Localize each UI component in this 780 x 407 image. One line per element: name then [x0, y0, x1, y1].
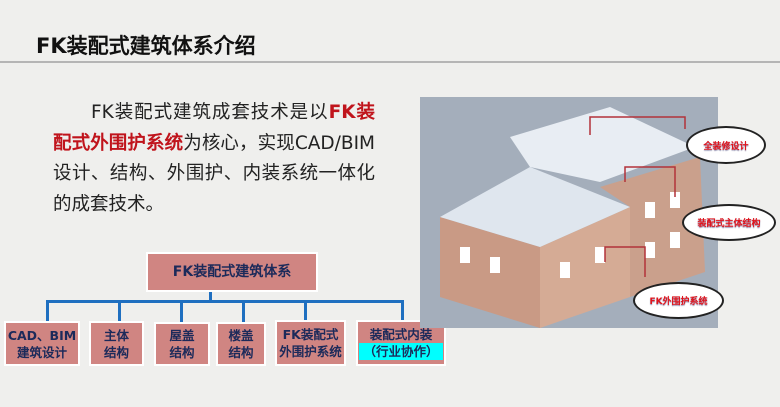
- box-line-highlighted: （行业协作）: [359, 343, 443, 360]
- box-line: 结构: [169, 345, 195, 360]
- callout-leaders: [589, 116, 686, 277]
- box-line: 结构: [228, 345, 254, 360]
- connector-line: [180, 300, 183, 322]
- box-line: 楼盖: [228, 328, 254, 343]
- intro-text-1: FK装配式建筑成套技术是以: [91, 102, 329, 123]
- callout-full-decoration: 全装修设计: [686, 126, 766, 164]
- connector-line: [304, 300, 307, 322]
- box-line: 外围护系统: [279, 344, 342, 359]
- intro-text-2: 为核心，实现CAD/BIM设计、结构、外围护、内装系统一体化的成套技术。: [53, 132, 375, 215]
- building-drawing: [440, 107, 705, 328]
- intro-paragraph: FK装配式建筑成套技术是以FK装配式外围护系统为核心，实现CAD/BIM设计、结…: [53, 98, 375, 220]
- connector-line: [209, 292, 212, 302]
- callout-main-structure: 装配式主体结构: [682, 204, 776, 241]
- org-child-box: 楼盖结构: [216, 322, 266, 366]
- box-line: 建筑设计: [16, 344, 67, 360]
- page-title: FK装配式建筑体系介绍: [36, 34, 256, 58]
- org-root-box: FK装配式建筑体系: [146, 252, 318, 292]
- title-divider: [0, 61, 780, 63]
- org-child-box: 屋盖结构: [154, 322, 210, 366]
- intro-highlight: FK装配式外围护系统: [53, 102, 375, 154]
- org-child-box: FK装配式外围护系统: [275, 320, 346, 366]
- connector-line: [118, 300, 121, 322]
- roof-frame: [510, 107, 695, 182]
- box-line: CAD、BIM: [7, 327, 77, 343]
- building-illustration: [420, 97, 718, 328]
- box-line: 屋盖: [169, 328, 195, 343]
- box-line: 主体: [103, 327, 129, 343]
- box-line: 结构: [103, 344, 129, 360]
- connector-line: [46, 300, 49, 322]
- windows: [460, 192, 680, 278]
- wall-front: [540, 207, 630, 328]
- floor-slab: [440, 167, 630, 247]
- box-line: 装配式内装: [369, 327, 433, 342]
- connector-line: [46, 300, 404, 303]
- connector-line: [401, 300, 404, 322]
- connector-line: [242, 300, 245, 322]
- box-line: FK装配式: [282, 327, 339, 342]
- org-child-box: 主体结构: [89, 321, 144, 366]
- callout-envelope-system: FK外围护系统: [633, 282, 724, 319]
